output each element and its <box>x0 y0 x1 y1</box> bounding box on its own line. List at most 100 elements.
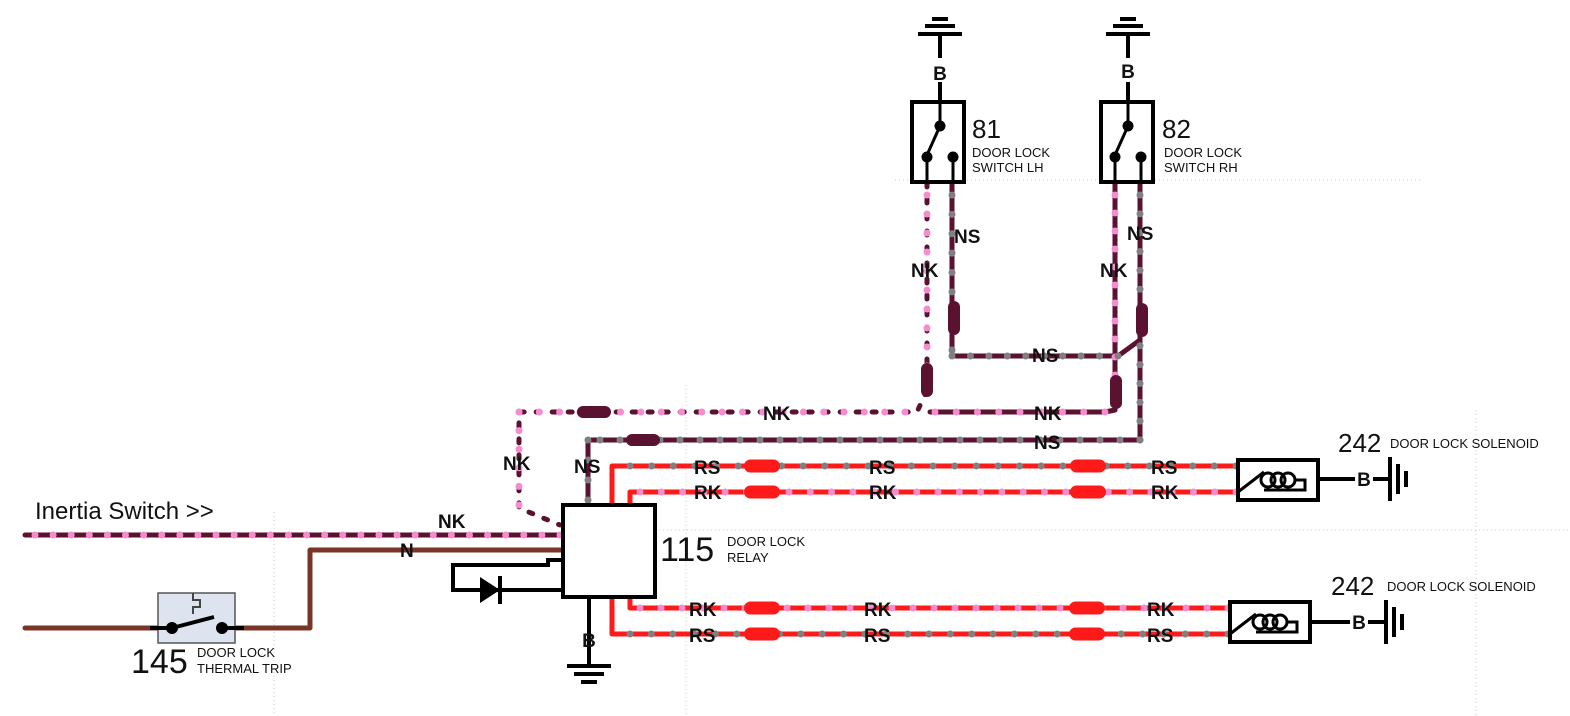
wire-dot <box>284 531 292 539</box>
wire-dot <box>1016 462 1024 470</box>
wire-dot <box>690 630 698 638</box>
wire-dot <box>357 531 365 539</box>
wire-nk-rh-switch <box>927 180 1118 415</box>
wire-dot <box>799 462 807 470</box>
wire-dot <box>929 462 937 470</box>
switch-lh-caption-1: DOOR LOCK <box>972 145 1050 160</box>
wire-dot <box>465 531 473 539</box>
connector-lozenge <box>921 363 933 397</box>
wire-dot <box>1096 436 1104 444</box>
wire-dot <box>103 531 111 539</box>
wire-dot <box>821 462 829 470</box>
wire-rs-lower <box>609 594 1231 637</box>
wire-dot <box>515 464 523 472</box>
wire-dot <box>596 436 604 444</box>
wire-dot <box>679 488 687 496</box>
wire-dot <box>1167 462 1175 470</box>
inertia-switch-link[interactable]: Inertia Switch >> <box>35 498 214 525</box>
wire-dot <box>718 408 726 416</box>
wire-dot <box>556 408 564 416</box>
wire-dot <box>411 531 419 539</box>
wire-dot <box>698 408 706 416</box>
wire-dot <box>909 604 917 612</box>
wire-dot <box>876 436 884 444</box>
wire-dot <box>429 531 437 539</box>
wire-dot <box>212 531 220 539</box>
door-lock-solenoid-lower: B 242 DOOR LOCK SOLENOID <box>1228 571 1536 644</box>
wire-dot <box>1111 299 1119 307</box>
wire-dot <box>1136 361 1144 369</box>
connector-lozenge <box>1070 459 1106 473</box>
wire-dot <box>840 630 848 638</box>
wire-dot <box>736 436 744 444</box>
ground-symbol-icon <box>1373 457 1408 501</box>
wire-dot <box>820 408 828 416</box>
wire-dot <box>626 462 634 470</box>
wire-dot <box>538 531 546 539</box>
wire-dot <box>1136 417 1144 425</box>
grid-lines <box>273 179 1570 716</box>
wire-dot <box>956 436 964 444</box>
wire-label-nk-right: NK <box>1034 404 1062 425</box>
door-lock-switch-lh: B 81 DOOR LOCK SWITCH LH <box>910 17 1050 184</box>
ground-symbol-icon <box>1368 600 1404 644</box>
wire-dot <box>393 531 401 539</box>
wire-dot <box>796 436 804 444</box>
wire-dot <box>955 488 963 496</box>
connector-lozenge <box>744 627 780 641</box>
wire-dot <box>1136 398 1144 406</box>
wire-dot <box>1124 462 1132 470</box>
ground-symbol-icon <box>1106 17 1150 102</box>
wire-dot <box>194 531 202 539</box>
wire-dot <box>1059 408 1066 416</box>
wire-label-ns-right: NS <box>1034 433 1060 454</box>
wire-dot <box>856 436 864 444</box>
wire-dot <box>669 462 677 470</box>
wire-dot <box>1136 342 1144 350</box>
connector-lozenge <box>1110 375 1122 409</box>
wire-label-rs-4: RS <box>689 626 715 647</box>
wire-dot <box>515 501 523 509</box>
wire-dot <box>1161 604 1169 612</box>
wire-dot <box>948 288 956 296</box>
wire-label-rk-1: RK <box>694 483 722 504</box>
switch-rh-number: 82 <box>1162 114 1191 144</box>
wire-dot <box>948 230 956 238</box>
connector-lozenge <box>626 434 660 446</box>
wire-dot <box>901 408 909 416</box>
relay-caption-2: RELAY <box>727 550 769 565</box>
switch-rh-caption-1: DOOR LOCK <box>1164 145 1242 160</box>
wire-dot <box>985 352 993 360</box>
wire-rk-lower <box>627 594 1231 611</box>
wire-dot <box>1111 227 1119 235</box>
wire-dot <box>67 531 75 539</box>
wire-dot <box>1076 436 1084 444</box>
wire-dot <box>1010 630 1018 638</box>
switch-contacts-icon <box>1109 102 1147 182</box>
wire-dot <box>1040 352 1048 360</box>
wire-dot <box>993 604 1001 612</box>
wire-dot <box>886 462 894 470</box>
connector-lozenge <box>1136 303 1148 337</box>
wire-dot <box>1136 266 1144 274</box>
relay-body <box>561 503 657 599</box>
wire-dot <box>158 531 166 539</box>
wire-dot <box>1160 630 1168 638</box>
wire-label-rk-5: RK <box>864 600 892 621</box>
wire-dot <box>515 482 523 490</box>
wire-dot <box>669 630 677 638</box>
wire-dot <box>520 531 528 539</box>
wire-dot <box>797 630 805 638</box>
wire-dot <box>230 531 238 539</box>
wire-dot <box>339 531 347 539</box>
wire-dot <box>678 408 686 416</box>
connector-lozenge <box>1070 485 1106 499</box>
wire-dot <box>968 630 976 638</box>
wire-dot <box>1136 191 1144 199</box>
wire-dot <box>502 531 510 539</box>
wire-label-rs-3: RS <box>1151 458 1177 479</box>
wire-dot <box>923 267 931 275</box>
wire-label-rk-6: RK <box>1147 600 1175 621</box>
wire-dot <box>1037 408 1045 416</box>
wire-dot <box>861 630 869 638</box>
